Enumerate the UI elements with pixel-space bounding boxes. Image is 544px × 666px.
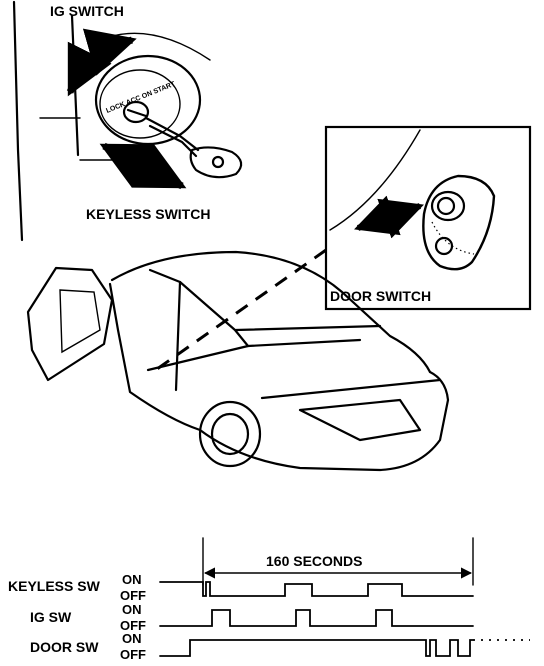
keyless-switch-label: KEYLESS SWITCH [86, 206, 210, 222]
door-switch-label: DOOR SWITCH [330, 288, 431, 304]
ig-sw-waveform [159, 609, 474, 627]
ig-on-label: ON [122, 602, 142, 617]
door-sw-waveform [159, 639, 474, 657]
vehicle-illustration [26, 248, 450, 472]
cylinder-position-marks: LOCK ACC ON START [105, 80, 177, 114]
keyless-sw-waveform [159, 581, 474, 597]
ig-sw-row-label: IG SW [30, 609, 72, 625]
duration-label: 160 SECONDS [266, 553, 362, 569]
timing-chart: 160 SECONDS KEYLESS SW IG SW DOOR SW ON … [8, 537, 530, 662]
ig-off-label: OFF [120, 618, 146, 633]
door-on-label: ON [122, 631, 142, 646]
keyless-off-label: OFF [120, 588, 146, 603]
keyless-on-label: ON [122, 572, 142, 587]
door-off-label: OFF [120, 647, 146, 662]
door-sw-row-label: DOOR SW [30, 639, 99, 655]
door-switch-inset [324, 125, 532, 311]
ig-switch-label: IG SWITCH [50, 3, 124, 19]
ignition-switch-illustration [12, 0, 243, 242]
keyless-sw-row-label: KEYLESS SW [8, 578, 101, 594]
